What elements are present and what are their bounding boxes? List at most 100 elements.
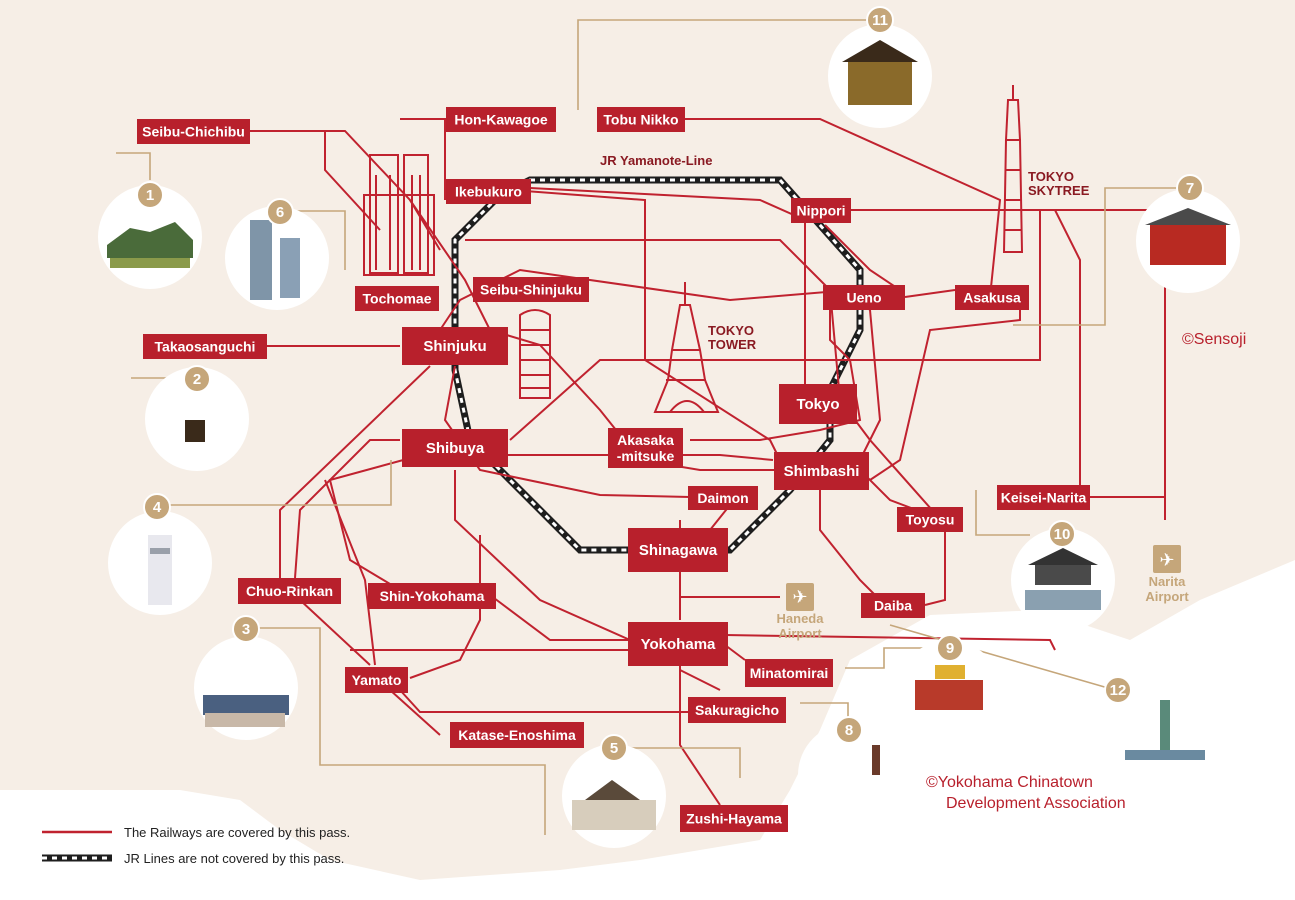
narita-airport: ✈ Narita Airport <box>1145 545 1189 604</box>
legend-not-covered-label: JR Lines are not covered by this pass. <box>124 851 344 866</box>
station-label: Akasaka <box>617 432 674 448</box>
station-akasaka-mitsuke: Akasaka-mitsuke <box>608 428 683 468</box>
chinatown-credit-1: ©Yokohama Chinatown <box>926 774 1093 791</box>
station-box <box>597 107 685 132</box>
sensoji-credit: ©Sensoji <box>1182 331 1246 348</box>
stations: Seibu-Chichibu Hon-Kawagoe Tobu NikkoIkebu… <box>137 107 1090 832</box>
station-box <box>402 327 508 365</box>
airplane-icon <box>1153 545 1181 573</box>
sea-area <box>235 560 1295 900</box>
station-label: Shibuya <box>426 440 485 457</box>
station-box <box>473 277 589 302</box>
narita-label-2: Airport <box>1145 589 1189 604</box>
station-tobu-nikko: Tobu Nikko <box>597 107 685 132</box>
spot-number: 1 <box>146 187 154 204</box>
station-hon-kawagoe: Hon-Kawagoe <box>446 107 556 132</box>
station-box <box>861 593 925 618</box>
narita-label-1: Narita <box>1149 574 1187 589</box>
spot-badge-5: 5 <box>600 734 628 762</box>
station-label: Seibu-Chichibu <box>142 124 245 140</box>
station-box <box>779 384 857 424</box>
sea-area-left <box>0 790 280 900</box>
station-tokyo: Tokyo <box>779 384 857 424</box>
haneda-label-2: Airport <box>778 626 822 641</box>
station-label: Chuo-Rinkan <box>246 583 333 599</box>
station-box <box>450 722 584 748</box>
station-label: Shimbashi <box>784 463 860 480</box>
station-box <box>608 428 683 468</box>
spot-number: 10 <box>1054 526 1071 543</box>
spot-photo-11 <box>828 24 932 128</box>
station-box <box>897 507 963 532</box>
tokyo-skytree-label-2: SKYTREE <box>1028 183 1090 198</box>
station-box <box>446 179 531 204</box>
station-daiba: Daiba <box>861 593 925 618</box>
chinatown-credit-2: Development Association <box>946 795 1126 812</box>
station-minatomirai: Minatomirai <box>745 659 833 687</box>
spot-photo-12 <box>1113 678 1217 782</box>
station-label: Daimon <box>697 490 748 506</box>
station-asakusa: Asakusa <box>955 285 1029 310</box>
station-label: Tokyo <box>796 396 839 413</box>
station-shinjuku: Shinjuku <box>402 327 508 365</box>
station-yamato: Yamato <box>345 667 408 693</box>
legend-covered-label: The Railways are covered by this pass. <box>124 825 350 840</box>
station-shibuya: Shibuya <box>402 429 508 467</box>
station-nippori: Nippori <box>791 198 851 223</box>
spot-badge-3: 3 <box>232 615 260 643</box>
spot-number: 2 <box>193 371 201 388</box>
station-toyosu: Toyosu <box>897 507 963 532</box>
station-label: Zushi-Hayama <box>686 811 782 827</box>
station-shimbashi: Shimbashi <box>774 452 869 490</box>
station-label: Tobu Nikko <box>603 112 678 128</box>
spot-photo-10 <box>1011 528 1115 632</box>
station-ikebukuro: Ikebukuro <box>446 179 531 204</box>
spot-number: 11 <box>872 12 888 29</box>
station-label: Daiba <box>874 598 912 614</box>
spot-badge-8: 8 <box>835 716 863 744</box>
spot-badge-11: 11 <box>866 6 894 34</box>
station-box <box>238 578 341 604</box>
station-box <box>688 697 786 723</box>
spot-number: 3 <box>242 621 250 638</box>
spot-badge-12: 12 <box>1104 676 1132 704</box>
tokyo-tower-illustration <box>653 282 720 413</box>
jr-yamanote-line-label: JR Yamanote-Line <box>600 153 712 168</box>
station-box <box>143 334 267 359</box>
station-box <box>680 805 788 832</box>
station-box <box>137 119 250 144</box>
station-label: Ueno <box>847 290 882 306</box>
station-yokohama: Yokohama <box>628 622 728 666</box>
watermark-text: klook <box>40 869 82 886</box>
station-label: Tochomae <box>363 291 432 307</box>
svg-text:✈: ✈ <box>1159 550 1174 571</box>
spot-number: 6 <box>276 204 284 221</box>
spot-photo-5 <box>562 744 666 848</box>
station-label: Keisei-Narita <box>1001 490 1087 506</box>
spot-number: 12 <box>1110 682 1127 699</box>
station-box <box>628 622 728 666</box>
spot-badge-2: 2 <box>183 365 211 393</box>
spot-number: 9 <box>946 640 954 657</box>
station-label: Shinagawa <box>639 542 718 559</box>
station-box <box>823 285 905 310</box>
station-label: Minatomirai <box>750 665 829 681</box>
spot-badge-10: 10 <box>1048 520 1076 548</box>
station-label: Sakuragicho <box>695 702 779 718</box>
station-box <box>628 528 728 572</box>
station-box <box>791 198 851 223</box>
spot-badge-7: 7 <box>1176 174 1204 202</box>
station-label: Yamato <box>352 672 402 688</box>
station-box <box>688 486 758 510</box>
station-box <box>402 429 508 467</box>
station-label: -mitsuke <box>617 448 675 464</box>
tokyo-tower-label-2: TOWER <box>708 337 757 352</box>
haneda-label-1: Haneda <box>777 611 825 626</box>
spot-badge-9: 9 <box>936 634 964 662</box>
station-seibu-chichibu: Seibu-Chichibu <box>137 119 250 144</box>
station-box <box>368 583 496 609</box>
spot-badge-1: 1 <box>136 181 164 209</box>
spot-number: 4 <box>153 499 162 516</box>
